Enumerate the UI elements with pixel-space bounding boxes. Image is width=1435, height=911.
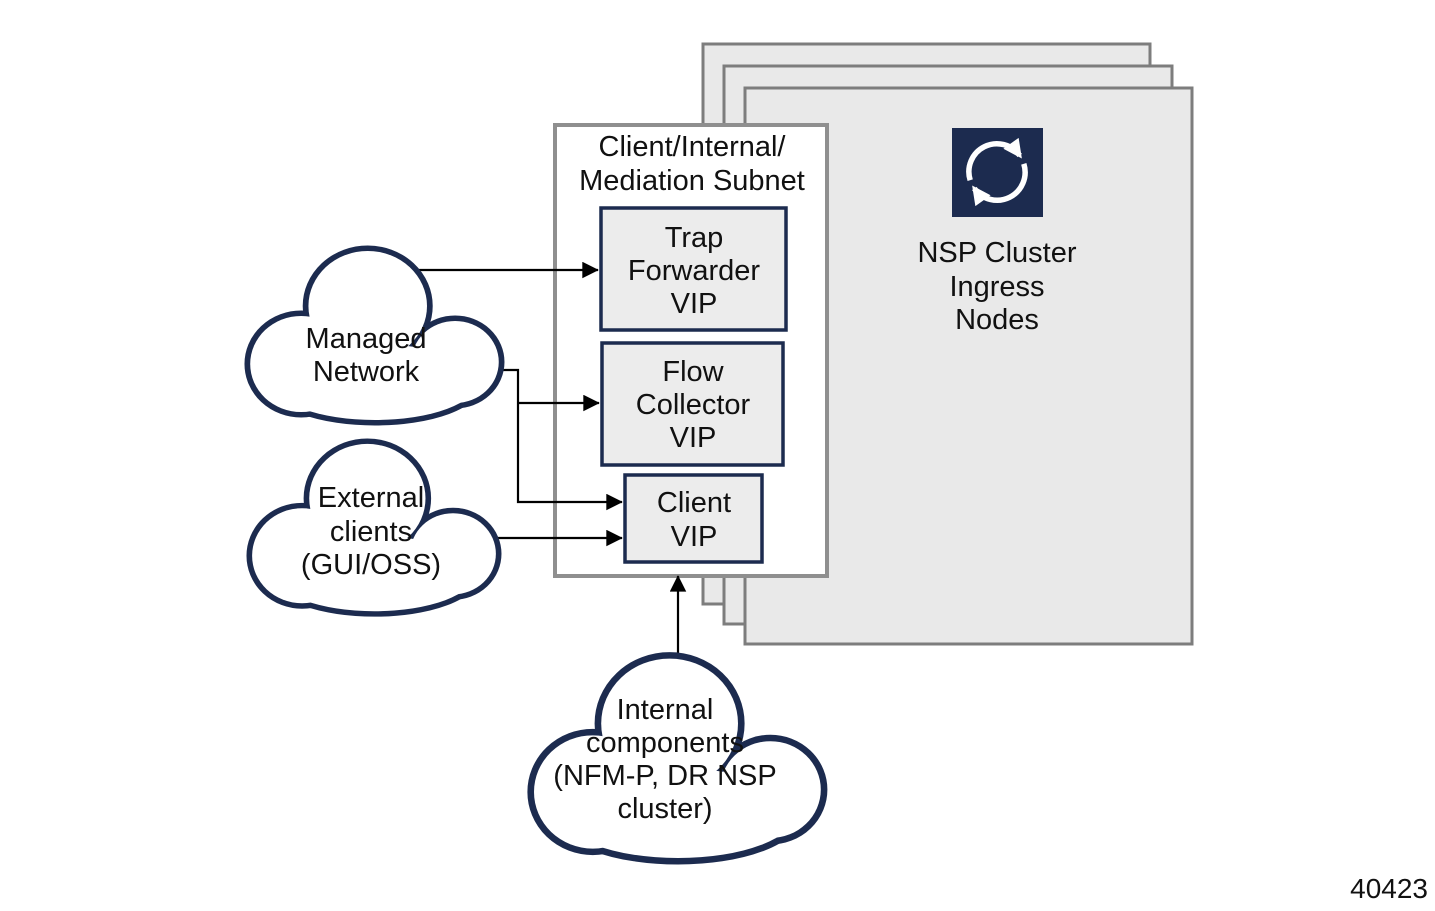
cloud-external-clients: External clients (GUI/OSS): [252, 444, 496, 611]
nsp-cluster-label: Nodes: [955, 304, 1039, 336]
vip-box-label: Forwarder: [628, 255, 760, 287]
cloud-managed-network: Managed Network: [250, 251, 499, 420]
sync-arrow-top: [966, 137, 1022, 182]
vip-box-label: Collector: [636, 389, 751, 421]
cloud-label: (GUI/OSS): [301, 549, 441, 581]
nsp-cluster-label: NSP Cluster: [917, 237, 1076, 269]
cloud-label: External: [318, 482, 424, 514]
cloud-internal-components: Internal components (NFM-P, DR NSP clust…: [534, 659, 821, 858]
client-vip-box: [623, 473, 764, 564]
subnet-title: Mediation Subnet: [579, 165, 805, 197]
cloud-label: cluster): [617, 793, 712, 825]
cloud-label: (NFM-P, DR NSP: [553, 760, 776, 792]
cloud-label: Managed: [306, 323, 427, 355]
vip-box-label: VIP: [671, 288, 718, 320]
cloud-label: Network: [313, 356, 420, 388]
sync-icon: [952, 128, 1043, 217]
vip-box-label: VIP: [671, 521, 718, 553]
vip-box-label: Client: [657, 487, 731, 519]
flow-collector-vip-box: [600, 341, 785, 467]
cloud-label: clients: [330, 516, 412, 548]
cloud-label: components: [586, 727, 744, 759]
vip-box-label: VIP: [670, 422, 717, 454]
cloud-label: Internal: [617, 694, 714, 726]
trap-forwarder-vip-box: [599, 206, 788, 332]
vip-box-label: Trap: [665, 222, 724, 254]
nsp-cluster-label: Ingress: [949, 271, 1044, 303]
vip-box-label: Flow: [662, 356, 724, 388]
sync-arrow-bottom: [972, 162, 1028, 207]
subnet-title: Client/Internal/: [599, 131, 787, 163]
figure-number: 40423: [1350, 873, 1428, 904]
